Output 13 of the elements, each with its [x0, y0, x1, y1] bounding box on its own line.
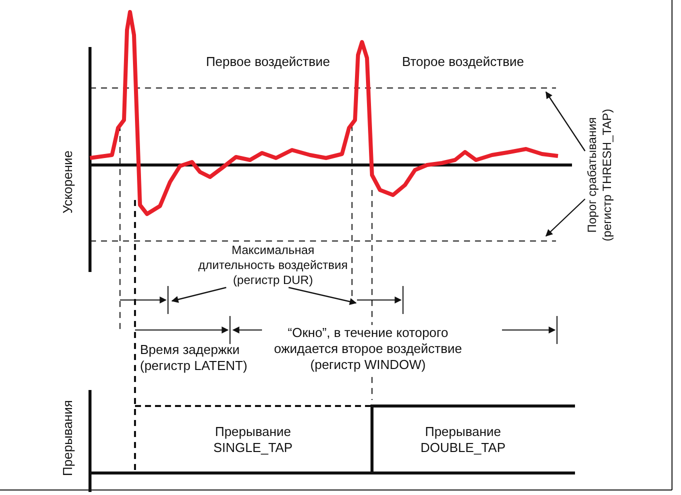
axis-label: Прерывания	[60, 399, 76, 478]
signal-label: Прерывание DOUBLE_TAP	[419, 424, 506, 456]
leader-arrow	[171, 286, 226, 303]
signal-label: Прерывание SINGLE_TAP	[212, 424, 294, 456]
chart-title: Первое воздействие	[204, 54, 332, 70]
axis-label: Ускорение	[60, 149, 76, 216]
leader-arrow	[546, 198, 586, 236]
interval-label: Время задержки (регистр LATENT)	[140, 342, 248, 374]
annotation-text: Порог срабатывания (регистр THRESH_TAP)	[585, 95, 615, 255]
leader-arrow	[546, 91, 586, 152]
leader-arrow	[288, 286, 357, 305]
chart-title: Второе воздействие	[400, 54, 526, 70]
annotation-text: Максимальная длительность воздействия (регистр DUR)	[195, 242, 351, 288]
